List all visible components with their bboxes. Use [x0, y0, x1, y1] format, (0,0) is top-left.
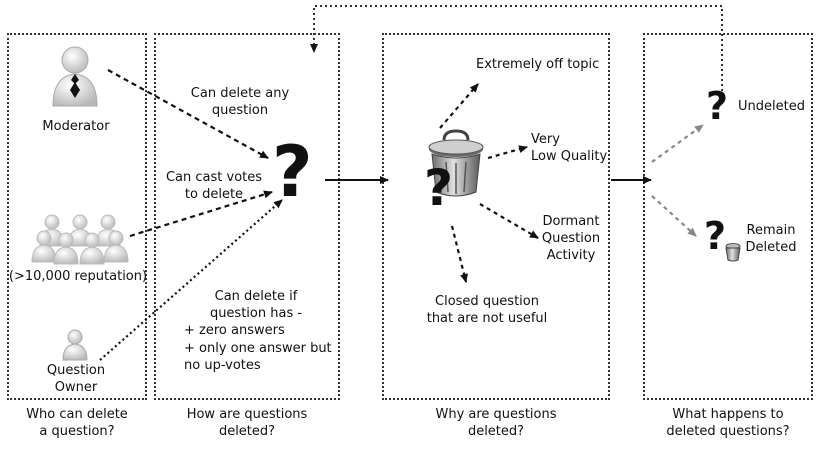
owner-label: Question Owner: [46, 363, 106, 395]
small-trash-can-icon: [725, 243, 741, 262]
trash-can-icon: [428, 129, 484, 197]
panel-how: [154, 33, 340, 400]
reason-closed: Closed question that are not useful: [426, 294, 548, 326]
moderator-label: Moderator: [42, 119, 110, 134]
owner-rule-title: Can delete if question has -: [209, 289, 303, 321]
question-mark-remain: ?: [704, 214, 727, 258]
question-mark-undeleted: ?: [706, 84, 729, 128]
panel-why: [382, 33, 610, 400]
owner-rule-item-1: + zero answers: [184, 323, 285, 338]
caption-what: What happens to deleted questions?: [666, 407, 790, 439]
arrow-undeleted: [651, 124, 704, 163]
moderator-rule: Can delete any question: [190, 86, 290, 118]
arrow-closed: [450, 225, 468, 283]
moderator-icon: [52, 46, 98, 107]
owner-icon: [62, 329, 88, 361]
caption-why: Why are questions deleted?: [435, 407, 557, 439]
question-mark-trash: ?: [424, 159, 454, 217]
arrow-owner: [99, 199, 283, 361]
outcome-undeleted: Undeleted: [738, 99, 805, 114]
arrow-low-quality: [487, 145, 528, 160]
arrow-users: [129, 190, 273, 238]
reason-off-topic: Extremely off topic: [476, 57, 600, 72]
owner-rule-item-2: + only one answer but no up-votes: [184, 341, 332, 373]
reason-low-quality: Very Low Quality: [531, 132, 608, 164]
feedback-loop-arrow: [310, 5, 723, 96]
arrow-moderator: [107, 69, 269, 159]
users-group-icon: [31, 214, 129, 265]
arrow-remain-deleted: [651, 195, 697, 237]
panel-who: [7, 33, 147, 400]
caption-how: How are questions deleted?: [186, 407, 308, 439]
caption-who: Who can delete a question?: [26, 407, 128, 439]
users-rule: Can cast votes to delete: [165, 170, 263, 202]
users-label: (>10,000 reputation): [8, 269, 148, 284]
reason-dormant: Dormant Question Activity: [541, 214, 601, 263]
panel-what: [643, 33, 813, 400]
outcome-remain-deleted: Remain Deleted: [745, 223, 797, 255]
arrow-off-topic: [439, 83, 479, 129]
question-mark-central: ?: [272, 131, 313, 213]
arrow-dormant: [479, 203, 539, 239]
